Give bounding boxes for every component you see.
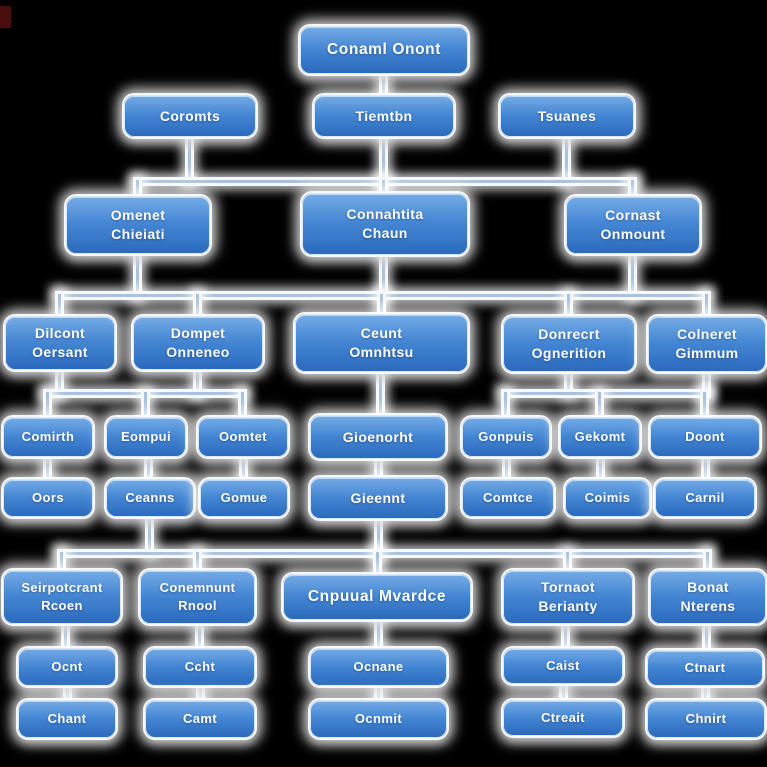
- node-r7c5: Bonat Nterens: [650, 570, 766, 624]
- connector: [598, 392, 601, 418]
- connector: [382, 255, 385, 296]
- node-r5c7: Doont: [650, 417, 760, 457]
- node-r8c2: Ccht: [145, 648, 255, 686]
- connector: [567, 294, 570, 317]
- node-r9c2: Camt: [145, 700, 255, 738]
- node-r8c3: Ocnane: [310, 648, 447, 686]
- node-r4c4: Donrecrt Ognerition: [503, 316, 635, 372]
- connector: [705, 372, 708, 393]
- node-r7c1: Seirpotcrant Rcoen: [3, 570, 121, 624]
- connector-bus: [60, 552, 708, 555]
- connector: [199, 686, 202, 701]
- connector: [379, 372, 382, 416]
- node-r4c3: Ceunt Omnhtsu: [295, 314, 468, 372]
- connector: [64, 624, 67, 649]
- connector: [198, 624, 201, 649]
- connector: [136, 180, 139, 197]
- node-r6c5: Comtce: [462, 479, 554, 517]
- node-r7c3: Cnpuual Mvardce: [283, 574, 471, 620]
- connector: [196, 370, 199, 394]
- connector-bus: [504, 392, 708, 395]
- connector: [631, 254, 634, 296]
- node-r6c4: Gieennt: [310, 477, 446, 519]
- connector: [377, 620, 380, 649]
- node-r5c4: Gioenorht: [310, 415, 446, 459]
- connector: [377, 459, 380, 478]
- connector: [565, 137, 568, 182]
- connector: [564, 624, 567, 649]
- connector: [147, 457, 150, 480]
- node-r7c4: Tornaot Berianty: [503, 570, 633, 624]
- node-r9c5: Chnirt: [647, 700, 765, 738]
- node-r6c1: Oors: [3, 479, 93, 517]
- node-r2c2: Tiemtbn: [314, 95, 454, 137]
- connector: [705, 294, 708, 317]
- connector: [704, 686, 707, 701]
- connector: [58, 294, 61, 317]
- connector: [382, 137, 385, 182]
- node-r4c1: Dilcont Oersant: [5, 316, 115, 370]
- connector: [377, 519, 380, 553]
- connector: [703, 392, 706, 418]
- connector: [380, 294, 383, 315]
- node-r4c5: Colneret Gimmum: [648, 316, 766, 372]
- connector: [504, 392, 507, 418]
- node-r5c2: Eompui: [106, 417, 186, 457]
- node-r5c3: Oomtet: [198, 417, 288, 457]
- connector: [376, 552, 379, 575]
- connector: [241, 392, 244, 418]
- node-r6c7: Carnil: [655, 479, 755, 517]
- node-r5c1: Comirth: [3, 417, 93, 457]
- node-r8c5: Ctnart: [647, 650, 763, 686]
- node-r6c6: Coimis: [565, 479, 650, 517]
- connector: [382, 74, 385, 96]
- connector: [196, 294, 199, 317]
- node-r9c3: Ocnmit: [310, 700, 447, 738]
- connector: [60, 552, 63, 571]
- connector: [196, 552, 199, 571]
- connector: [562, 684, 565, 701]
- connector: [631, 180, 634, 197]
- connector: [58, 370, 61, 394]
- connector: [704, 457, 707, 480]
- connector-bus: [136, 180, 634, 183]
- connector: [46, 457, 49, 480]
- node-r3c1: Omenet Chieiati: [66, 196, 210, 254]
- connector: [566, 552, 569, 571]
- connector: [188, 137, 191, 182]
- node-r5c5: Gonpuis: [462, 417, 550, 457]
- connector: [66, 686, 69, 701]
- node-r5c6: Gekomt: [560, 417, 640, 457]
- node-r9c1: Chant: [18, 700, 116, 738]
- node-r6c2: Ceanns: [106, 479, 194, 517]
- connector: [567, 372, 570, 393]
- connector: [705, 624, 708, 651]
- connector: [148, 517, 151, 553]
- connector: [242, 457, 245, 480]
- connector: [382, 180, 385, 194]
- node-r2c1: Coromts: [124, 95, 256, 137]
- connector: [144, 392, 147, 418]
- connector: [599, 457, 602, 480]
- connector: [377, 686, 380, 701]
- connector: [505, 457, 508, 480]
- node-r9c4: Ctreait: [503, 700, 623, 736]
- node-r8c1: Ocnt: [18, 648, 116, 686]
- node-root: Conaml Onont: [300, 26, 468, 74]
- node-r2c3: Tsuanes: [500, 95, 634, 137]
- node-r7c2: Conemnunt Rnool: [140, 570, 255, 624]
- connector: [706, 552, 709, 571]
- node-r8c4: Caist: [503, 648, 623, 684]
- connector: [136, 254, 139, 296]
- node-r6c3: Gomue: [200, 479, 288, 517]
- node-r4c2: Dompet Onneneo: [133, 316, 263, 370]
- node-r3c2: Connahtita Chaun: [302, 193, 468, 255]
- red-artifact-mark: [0, 6, 11, 28]
- node-r3c3: Cornast Onmount: [566, 196, 700, 254]
- connector: [46, 392, 49, 418]
